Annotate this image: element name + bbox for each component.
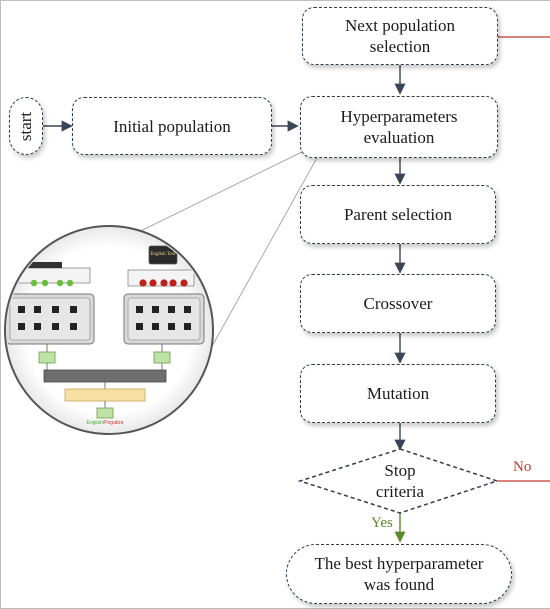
frame-top [0, 0, 550, 1]
inset-bottom-label-part1: English [86, 420, 103, 426]
frame-left [0, 0, 1, 609]
yes-label: Yes [371, 515, 393, 531]
parent-selection-node: Parent selection [300, 185, 496, 244]
start-label: start [16, 111, 36, 141]
stop-label-line2: criteria [375, 482, 425, 501]
next-population-selection-node: Next population selection [302, 7, 498, 65]
mutation-label: Mutation [366, 384, 430, 403]
parent-selection-label: Parent selection [343, 205, 453, 224]
best-hyperparameter-node: The best hyperparameter was found [286, 544, 512, 604]
hyperparameters-evaluation-node: Hyperparameters evaluation [300, 96, 498, 158]
stop-label-line1: Stop [384, 461, 416, 480]
inset-bottom-label-part2: /Pegalize [102, 420, 124, 426]
zoom-line-lower [205, 155, 319, 358]
initial-population-node: Initial population [72, 97, 272, 155]
no-label: No [513, 459, 532, 475]
model-inset [4, 225, 214, 435]
mutation-node: Mutation [300, 364, 496, 423]
inset-bottom-label: English/Pegalize [84, 420, 126, 427]
best-label-line2: was found [363, 575, 435, 594]
crossover-node: Crossover [300, 274, 496, 333]
start-node: start [9, 97, 43, 155]
stop-criteria-label: Stop criteria [340, 460, 460, 502]
initial-population-label: Initial population [113, 116, 231, 136]
next-population-label-line1: Next population [344, 16, 455, 35]
crossover-label: Crossover [363, 294, 433, 313]
next-population-label-line2: selection [369, 37, 431, 56]
hyper-eval-label-line1: Hyperparameters [340, 107, 458, 126]
hyper-eval-label-line2: evaluation [363, 128, 435, 147]
stop-criteria-diamond [297, 448, 500, 514]
best-label-line1: The best hyperparameter [314, 554, 484, 573]
inset-tag-label: English Text [150, 252, 176, 257]
